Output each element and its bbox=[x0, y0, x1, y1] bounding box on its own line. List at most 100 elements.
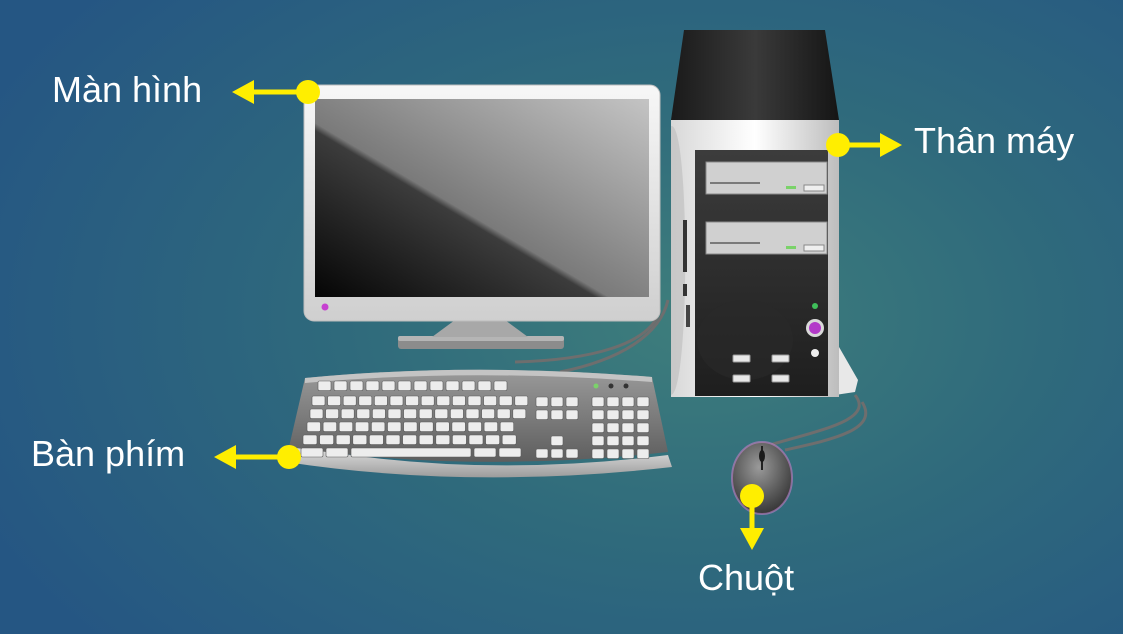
key bbox=[374, 395, 388, 406]
key bbox=[405, 395, 419, 406]
key bbox=[429, 380, 444, 391]
arrow-down-icon bbox=[740, 528, 764, 550]
key bbox=[621, 448, 635, 459]
key bbox=[591, 409, 605, 420]
key bbox=[319, 434, 334, 445]
key bbox=[450, 408, 464, 419]
key bbox=[606, 422, 620, 433]
key bbox=[300, 447, 324, 458]
key bbox=[317, 380, 332, 391]
key bbox=[452, 434, 467, 445]
keys bbox=[300, 380, 650, 459]
key bbox=[403, 408, 417, 419]
key bbox=[550, 396, 564, 407]
key bbox=[498, 447, 522, 458]
key bbox=[606, 435, 620, 446]
key bbox=[402, 434, 417, 445]
key bbox=[413, 380, 428, 391]
key bbox=[338, 421, 354, 432]
key bbox=[451, 421, 466, 432]
key bbox=[636, 448, 650, 459]
arrow-left-icon bbox=[214, 445, 236, 469]
power-indicator-icon bbox=[812, 303, 818, 309]
key bbox=[468, 434, 484, 445]
key bbox=[333, 380, 348, 391]
key bbox=[591, 396, 605, 407]
key bbox=[452, 395, 466, 406]
mouse-pointer bbox=[740, 484, 764, 550]
key bbox=[550, 435, 564, 446]
key bbox=[389, 395, 404, 406]
monitor bbox=[303, 84, 661, 349]
key bbox=[302, 434, 318, 445]
key bbox=[591, 422, 605, 433]
key bbox=[636, 422, 650, 433]
arrow-left-icon bbox=[232, 80, 254, 104]
key bbox=[481, 408, 495, 419]
key bbox=[483, 421, 498, 432]
key bbox=[381, 380, 396, 391]
key bbox=[621, 409, 635, 420]
key bbox=[342, 395, 357, 406]
key bbox=[352, 434, 368, 445]
key bbox=[325, 447, 349, 458]
key bbox=[501, 434, 517, 445]
key bbox=[550, 409, 564, 420]
key bbox=[477, 380, 492, 391]
key bbox=[356, 408, 371, 419]
key bbox=[335, 434, 351, 445]
key bbox=[483, 395, 497, 406]
key bbox=[473, 447, 497, 458]
key bbox=[349, 380, 364, 391]
key bbox=[512, 408, 527, 419]
monitor-pointer bbox=[232, 80, 320, 104]
key bbox=[397, 380, 412, 391]
mouse-label: Chuột bbox=[698, 557, 795, 598]
key bbox=[467, 395, 482, 406]
keyboard-label: Bàn phím bbox=[31, 433, 186, 474]
key bbox=[325, 408, 339, 419]
key bbox=[385, 434, 401, 445]
key bbox=[461, 380, 476, 391]
key bbox=[565, 409, 579, 420]
key bbox=[465, 408, 480, 419]
key bbox=[606, 396, 620, 407]
key bbox=[371, 421, 386, 432]
key bbox=[514, 395, 529, 406]
key bbox=[606, 448, 620, 459]
key bbox=[499, 421, 515, 432]
key bbox=[435, 434, 451, 445]
key bbox=[311, 395, 326, 406]
key bbox=[354, 421, 370, 432]
key bbox=[535, 409, 549, 420]
key bbox=[350, 447, 472, 458]
key bbox=[535, 448, 549, 459]
key bbox=[445, 380, 460, 391]
power-led-icon bbox=[321, 303, 329, 311]
keyboard-pointer bbox=[214, 445, 301, 469]
key bbox=[358, 395, 373, 406]
key bbox=[565, 396, 579, 407]
key bbox=[621, 396, 635, 407]
key bbox=[591, 435, 605, 446]
power-button-icon bbox=[809, 322, 821, 334]
key bbox=[365, 380, 380, 391]
key bbox=[327, 395, 341, 406]
key bbox=[403, 421, 418, 432]
key bbox=[387, 408, 402, 419]
key bbox=[621, 435, 635, 446]
monitor-label: Màn hình bbox=[52, 69, 203, 110]
cables bbox=[514, 299, 868, 452]
key bbox=[387, 421, 402, 432]
system-unit-pointer bbox=[826, 133, 902, 157]
key bbox=[621, 422, 635, 433]
key bbox=[340, 408, 355, 419]
key bbox=[420, 395, 435, 406]
key bbox=[434, 408, 449, 419]
key bbox=[496, 408, 511, 419]
mouse bbox=[731, 441, 793, 515]
usb-ports bbox=[732, 354, 790, 383]
key bbox=[309, 408, 324, 419]
key bbox=[418, 408, 433, 419]
